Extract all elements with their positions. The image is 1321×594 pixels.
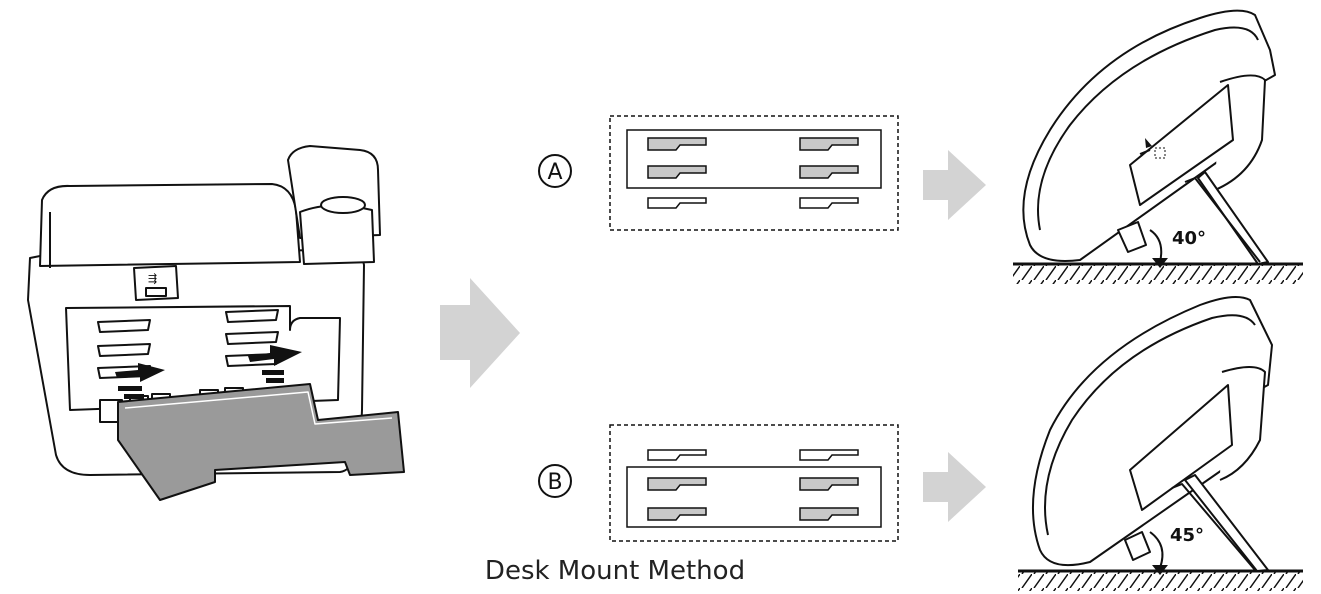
option-b-slot-diagram	[609, 424, 899, 542]
arrow-a-icon	[923, 150, 986, 220]
angle-45-label: 45°	[1170, 525, 1204, 546]
option-a-label: A	[547, 160, 562, 185]
svg-text:⇶: ⇶	[148, 272, 157, 285]
big-arrow-icon	[440, 278, 520, 388]
phone-back-illustration: ⇶	[27, 145, 405, 501]
angle-40-label: 40°	[1172, 228, 1206, 249]
phone-side-view-40: 40°	[1013, 9, 1303, 284]
option-a-badge: A	[538, 154, 572, 188]
option-a-slot-diagram	[609, 115, 899, 231]
option-b-label: B	[547, 470, 562, 495]
arrow-b-icon	[923, 452, 986, 522]
diagram-caption: Desk Mount Method	[484, 556, 746, 586]
option-b-badge: B	[538, 464, 572, 498]
phone-side-view-45: 45°	[1018, 295, 1303, 591]
